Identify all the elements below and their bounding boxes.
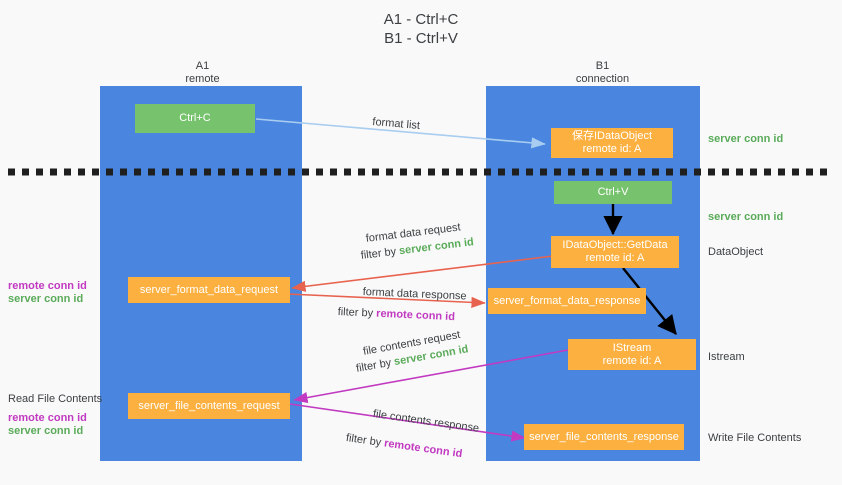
node-getdata[interactable]: IDataObject::GetData remote id: A xyxy=(551,236,679,268)
edge-label-file-contents-response: file contents response xyxy=(372,407,480,435)
node-ctrl-c[interactable]: Ctrl+C xyxy=(135,104,255,133)
annotation-write-file-contents: Write File Contents xyxy=(708,432,802,444)
node-server-format-data-request[interactable]: server_format_data_request xyxy=(128,277,290,303)
filter-prefix: filter by xyxy=(360,245,400,262)
edge-label-format-list: format list xyxy=(371,115,421,132)
filter-prefix: filter by xyxy=(337,305,377,320)
node-server-file-contents-request[interactable]: server_file_contents_request xyxy=(128,393,290,419)
node-istream[interactable]: IStream remote id: A xyxy=(568,339,696,370)
annotation-format-server-conn-id: server conn id xyxy=(8,293,84,305)
annotation-file-server-conn-id: server conn id xyxy=(8,425,84,437)
filter-prefix: filter by xyxy=(345,431,386,450)
node-server-file-contents-response[interactable]: server_file_contents_response xyxy=(524,424,684,450)
edge-label-file-contents-response-filter: filter by remote conn id xyxy=(345,431,463,462)
edge-label-format-data-response: format data response xyxy=(362,285,467,303)
column-header-a1: A1 remote xyxy=(185,60,220,85)
annotation-read-file-contents: Read File Contents xyxy=(8,393,103,405)
annotation-file-remote-conn-id: remote conn id xyxy=(8,412,87,424)
filter-key-remote-conn-id: remote conn id xyxy=(383,437,464,461)
annotation-dataobject: DataObject xyxy=(708,246,764,258)
filter-key-remote-conn-id: remote conn id xyxy=(375,307,456,324)
edge-label-format-data-response-filter: filter by remote conn id xyxy=(337,305,455,325)
annotation-server-conn-id-top: server conn id xyxy=(708,133,784,145)
filter-prefix: filter by xyxy=(355,356,396,375)
node-server-format-data-response[interactable]: server_format_data_response xyxy=(488,288,646,314)
annotation-server-conn-id-middle: server conn id xyxy=(708,211,784,223)
page-title: A1 - Ctrl+C B1 - Ctrl+V xyxy=(383,11,459,47)
annotation-format-remote-conn-id: remote conn id xyxy=(8,280,87,292)
node-save-dataobject[interactable]: 保存IDataObject remote id: A xyxy=(551,128,673,158)
column-header-b1: B1 connection xyxy=(575,60,630,85)
annotation-istream: Istream xyxy=(708,351,745,363)
node-ctrl-v[interactable]: Ctrl+V xyxy=(554,181,672,204)
